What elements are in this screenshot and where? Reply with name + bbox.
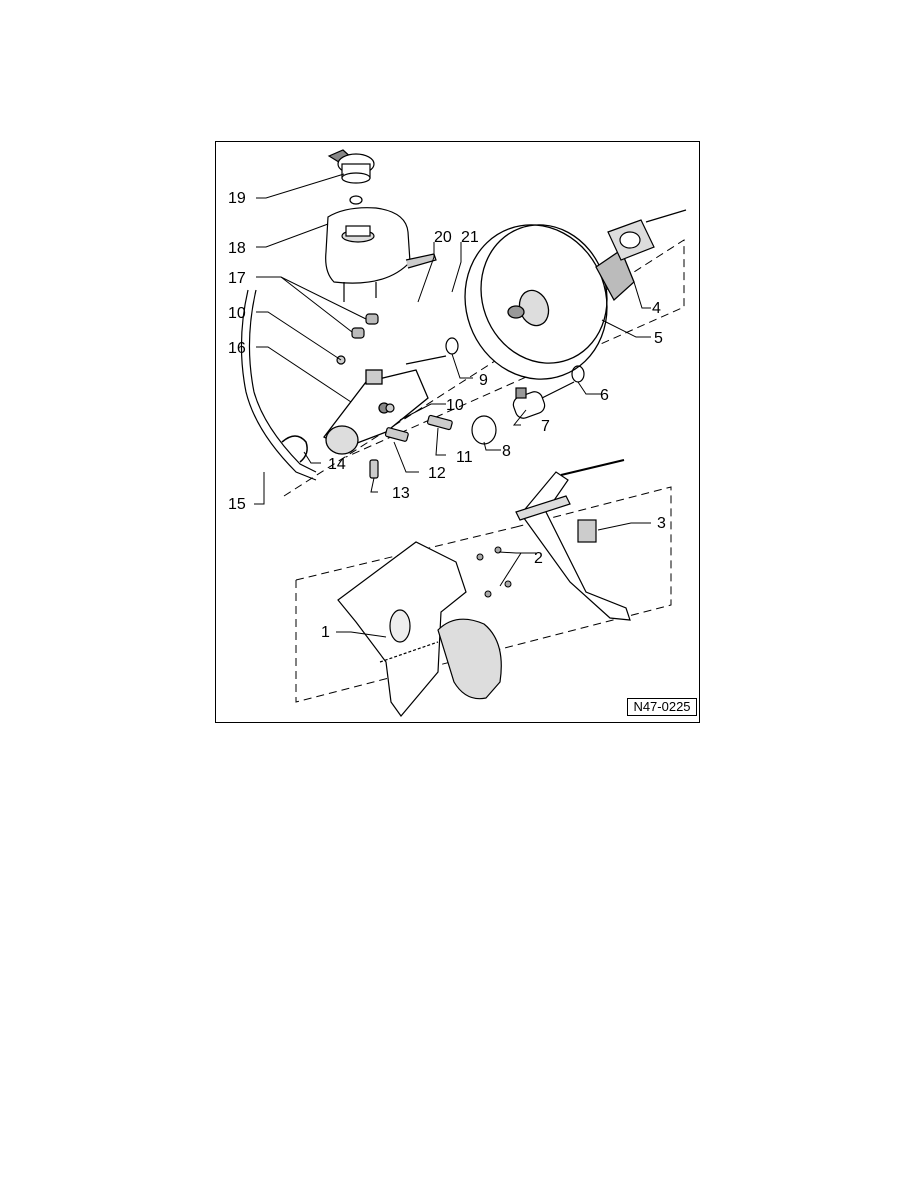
- callout-10-upper: 10: [228, 305, 246, 322]
- pedal-bracket-part: [337, 541, 502, 717]
- bracket-nuts-part: [476, 546, 512, 598]
- callout-21: 21: [461, 229, 479, 246]
- callout-11: 11: [456, 449, 473, 466]
- assembly-guide-lines: [283, 239, 685, 703]
- callout-6: 6: [600, 387, 609, 404]
- brake-booster-part: [464, 224, 635, 380]
- callout-19: 19: [228, 190, 246, 207]
- callout-20: 20: [434, 229, 452, 246]
- reservoir-cap-part: [327, 149, 375, 205]
- callout-13: 13: [392, 485, 410, 502]
- callout-18: 18: [228, 240, 246, 257]
- leader-lines: [254, 173, 651, 638]
- callout-4: 4: [652, 300, 661, 317]
- sensors-and-screws-part: [336, 355, 453, 479]
- exploded-view-drawing: 19 18 17 10 16 20 21 4 5 6 9 10 7 8 11 1…: [228, 149, 687, 717]
- callout-12: 12: [428, 465, 446, 482]
- booster-gasket-part: [607, 209, 687, 261]
- callout-15: 15: [228, 496, 246, 513]
- reservoir-grommets-part: [351, 313, 379, 339]
- pushrod-sensor-part: [512, 381, 575, 419]
- callout-8: 8: [502, 443, 511, 460]
- callout-5: 5: [654, 330, 663, 347]
- callout-16: 16: [228, 340, 246, 357]
- callout-7: 7: [541, 418, 550, 435]
- callout-17: 17: [228, 270, 246, 287]
- callout-3: 3: [657, 515, 666, 532]
- figure-id-label: N47-0225: [627, 698, 697, 716]
- callout-2: 2: [534, 550, 543, 567]
- fluid-reservoir-part: [325, 207, 437, 302]
- fluid-hose-part: [240, 289, 317, 481]
- master-cylinder-part: [323, 355, 447, 455]
- callout-9: 9: [479, 372, 488, 389]
- brake-pedal-part: [515, 459, 631, 621]
- exploded-view-figure: 19 18 17 10 16 20 21 4 5 6 9 10 7 8 11 1…: [215, 141, 700, 723]
- callout-10-lower: 10: [446, 397, 464, 414]
- callout-14: 14: [328, 456, 346, 473]
- callout-1: 1: [321, 624, 330, 641]
